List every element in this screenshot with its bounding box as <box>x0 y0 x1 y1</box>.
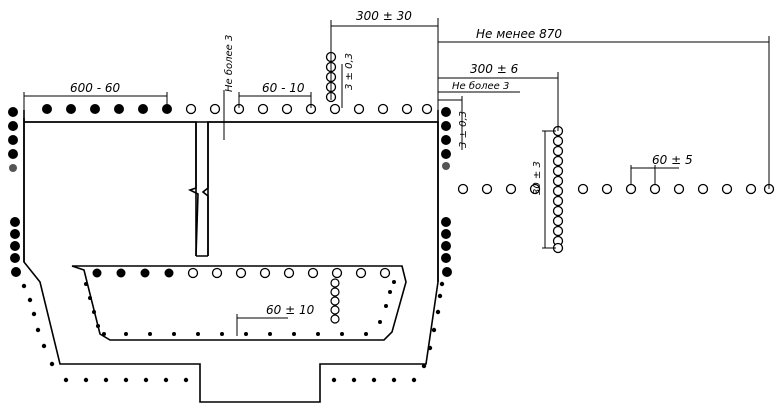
stud-open <box>421 103 433 115</box>
dim-pitch-60-10: 60 - 10 <box>262 81 305 95</box>
dim-top-offset: 300 ± 30 <box>356 9 412 23</box>
cavity-top-studs <box>92 267 391 279</box>
dim-max-gap-left: Не более 3 <box>223 35 235 92</box>
dim-length-600: 600 - 60 <box>70 81 120 95</box>
stud-open <box>401 103 413 115</box>
stud-filled <box>162 104 172 114</box>
left-stud-column <box>8 107 21 277</box>
right-stud-column <box>441 107 452 277</box>
stud-filled <box>114 104 124 114</box>
dim-pitch-60-5: 60 ± 5 <box>652 153 693 167</box>
dim-small-3: 3 ± 0,3 <box>344 53 355 90</box>
right-vertical-column <box>552 125 564 254</box>
stud-open <box>257 103 269 115</box>
stud-open <box>329 103 341 115</box>
stud-open <box>281 103 293 115</box>
cavity-vertical-stack <box>330 278 340 324</box>
stud-open <box>209 103 221 115</box>
center-divider <box>195 122 209 257</box>
stud-filled <box>138 104 148 114</box>
stud-filled <box>90 104 100 114</box>
stud-open <box>377 103 389 115</box>
dim-max-gap-right: Не более 3 <box>452 80 509 92</box>
dim-pitch-60-10b: 60 ± 10 <box>266 303 315 317</box>
dim-min-distance: Не менее 870 <box>476 27 562 41</box>
stud-filled <box>42 104 52 114</box>
stud-open <box>185 103 197 115</box>
stud-open <box>353 103 365 115</box>
body-outline <box>23 118 439 403</box>
dim-spacing-offset: 300 ± 6 <box>470 62 519 76</box>
dim-vertical-30: 30 ± 3 <box>532 161 543 195</box>
top-stud-row <box>42 103 433 115</box>
stud-filled <box>66 104 76 114</box>
inner-cavity <box>71 265 407 341</box>
dimension-lines <box>23 18 770 336</box>
dim-small-right: 3 ± 0,3 <box>458 111 469 148</box>
outer-dots <box>21 281 445 383</box>
right-horizontal-row <box>457 183 775 195</box>
cavity-inner-dots <box>84 280 396 336</box>
